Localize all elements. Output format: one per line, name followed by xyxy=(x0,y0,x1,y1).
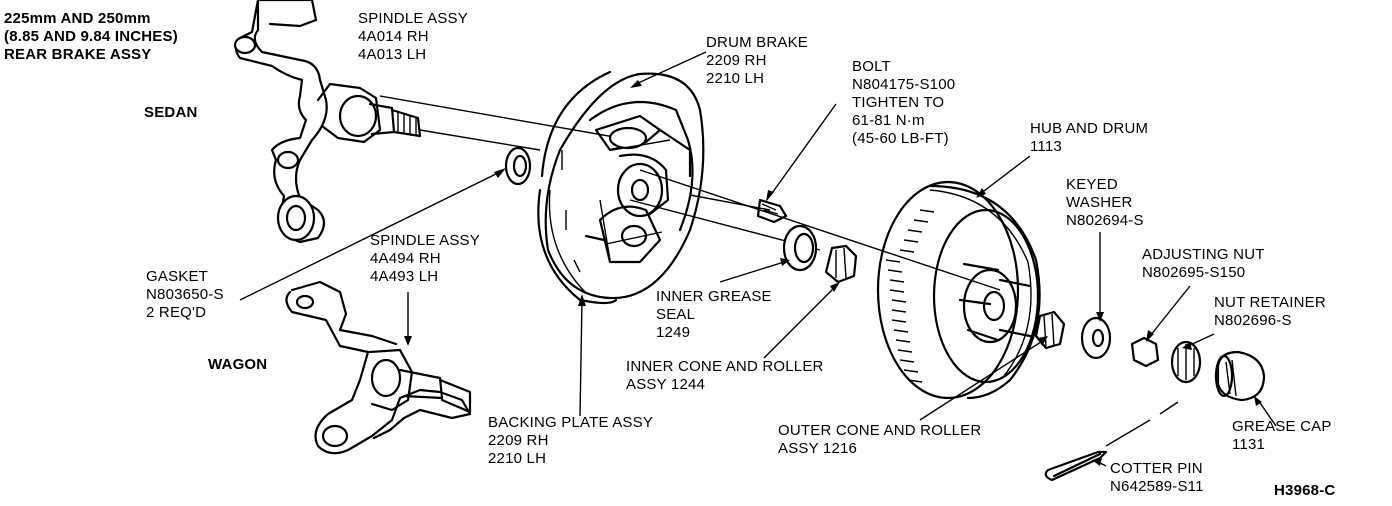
bolt-torque-1: TIGHTEN TO xyxy=(852,94,945,111)
bolt-part xyxy=(756,198,788,224)
bolt-label: BOLT N804175-S100 TIGHTEN TO 61-81 N·m (… xyxy=(852,58,955,148)
grease-cap-part xyxy=(1214,350,1266,402)
spindle-wagon-lh: 4A493 LH xyxy=(370,268,439,285)
cotter-pin-label: COTTER PIN N642589-S11 xyxy=(1110,460,1204,496)
title-line-1: 225mm AND 250mm xyxy=(4,10,151,27)
keyed-washer-part xyxy=(1080,316,1112,360)
backing-plate-label: BACKING PLATE ASSY 2209 RH 2210 LH xyxy=(488,414,653,468)
keyed-washer-label: KEYED WASHER N802694-S xyxy=(1066,176,1144,230)
drum-brake-label: DRUM BRAKE 2209 RH 2210 LH xyxy=(706,34,808,88)
gasket-part: N803650-S xyxy=(146,286,224,303)
spindle-wagon-rh: 4A494 RH xyxy=(370,250,441,267)
bolt-torque-3: (45-60 LB-FT) xyxy=(852,130,949,147)
drum-brake-lh: 2210 LH xyxy=(706,70,765,87)
spindle-sedan-rh: 4A014 RH xyxy=(358,28,429,45)
backing-plate-name: BACKING PLATE ASSY xyxy=(488,414,654,431)
backing-plate-lh: 2210 LH xyxy=(488,450,547,467)
cotter-pin-part xyxy=(1044,401,1179,482)
leader-lines xyxy=(239,51,1277,467)
drum-brake-name: DRUM BRAKE xyxy=(706,34,809,51)
gasket-label: GASKET N803650-S 2 REQ'D xyxy=(146,268,224,322)
gasket-qty: 2 REQ'D xyxy=(146,304,207,321)
outer-cone-part xyxy=(1034,310,1066,350)
hub-and-drum-part xyxy=(876,180,1041,400)
inner-cone-line2: ASSY 1244 xyxy=(626,376,706,393)
bolt-part-number: N804175-S100 xyxy=(852,76,956,93)
spindle-wagon-name: SPINDLE ASSY xyxy=(370,232,480,249)
grease-cap-name: GREASE CAP xyxy=(1232,418,1332,435)
drum-brake-rh: 2209 RH xyxy=(706,52,767,69)
spindle-sedan-name: SPINDLE ASSY xyxy=(358,10,468,27)
grease-cap-label: GREASE CAP 1131 xyxy=(1232,418,1332,454)
hub-drum-name: HUB AND DRUM xyxy=(1030,120,1149,137)
sedan-spindle xyxy=(233,0,422,244)
spindle-sedan-lh: 4A013 LH xyxy=(358,46,427,63)
cotter-pin-part: N642589-S11 xyxy=(1110,478,1204,495)
inner-cone-line1: INNER CONE AND ROLLER xyxy=(626,358,824,375)
inner-grease-seal-label: INNER GREASE SEAL 1249 xyxy=(656,288,772,342)
gasket-name: GASKET xyxy=(146,268,209,285)
title-line-3: REAR BRAKE ASSY xyxy=(4,46,152,63)
keyed-washer-line1: KEYED xyxy=(1066,176,1118,193)
bolt-torque-2: 61-81 N·m xyxy=(852,112,925,129)
nut-retainer-name: NUT RETAINER xyxy=(1214,294,1326,311)
adjusting-nut-part xyxy=(1130,336,1160,368)
cotter-pin-name: COTTER PIN xyxy=(1110,460,1203,477)
figure-code: H3968-C xyxy=(1274,482,1336,499)
drum-brake-backing-plate xyxy=(537,70,705,305)
backing-plate-rh: 2209 RH xyxy=(488,432,549,449)
inner-seal-part: 1249 xyxy=(656,324,691,341)
outer-cone-line1: OUTER CONE AND ROLLER xyxy=(778,422,982,439)
gasket-part xyxy=(504,146,532,186)
outer-cone-line2: ASSY 1216 xyxy=(778,440,858,457)
nut-retainer-label: NUT RETAINER N802696-S xyxy=(1214,294,1326,330)
nut-retainer-part xyxy=(1170,340,1202,384)
spindle-assy-sedan-label: SPINDLE ASSY 4A014 RH 4A013 LH xyxy=(358,10,468,64)
adjusting-nut-label: ADJUSTING NUT N802695-S150 xyxy=(1142,246,1265,282)
inner-seal-line2: SEAL xyxy=(656,306,696,323)
adjusting-nut-name: ADJUSTING NUT xyxy=(1142,246,1265,263)
wagon-label: WAGON xyxy=(208,356,268,373)
grease-cap-part: 1131 xyxy=(1232,436,1266,453)
bolt-name: BOLT xyxy=(852,58,891,75)
hub-drum-label: HUB AND DRUM 1113 xyxy=(1030,120,1148,156)
adjusting-nut-part: N802695-S150 xyxy=(1142,264,1246,281)
title-line-2: (8.85 AND 9.84 INCHES) xyxy=(4,28,178,45)
hub-drum-part: 1113 xyxy=(1030,138,1062,155)
wagon-spindle xyxy=(285,280,472,455)
sedan-label: SEDAN xyxy=(144,104,198,121)
outer-cone-label: OUTER CONE AND ROLLER ASSY 1216 xyxy=(778,422,981,458)
inner-grease-seal-part xyxy=(782,224,818,272)
inner-cone-part xyxy=(824,244,858,284)
inner-cone-label: INNER CONE AND ROLLER ASSY 1244 xyxy=(626,358,824,394)
keyed-washer-line2: WASHER xyxy=(1066,194,1133,211)
nut-retainer-part: N802696-S xyxy=(1214,312,1292,329)
inner-seal-line1: INNER GREASE xyxy=(656,288,772,305)
keyed-washer-part: N802694-S xyxy=(1066,212,1144,229)
spindle-assy-wagon-label: SPINDLE ASSY 4A494 RH 4A493 LH xyxy=(370,232,480,286)
title-block: 225mm AND 250mm (8.85 AND 9.84 INCHES) R… xyxy=(4,10,178,64)
